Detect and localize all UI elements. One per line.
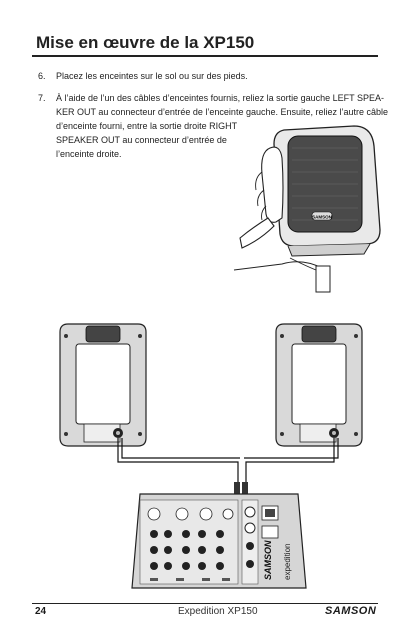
- step-7: 7. À l’aide de l’un des câbles d’enceint…: [0, 91, 414, 161]
- speaker-badge-text: SAMSON: [312, 215, 332, 220]
- page-number: 24: [35, 606, 47, 617]
- title-rule: [32, 55, 378, 57]
- step-text-line: d’enceinte fourni, entre la sortie droit…: [56, 121, 238, 131]
- page-title: Mise en œuvre de la XP150: [36, 33, 255, 52]
- step-text-line: À l’aide de l’un des câbles d’enceintes …: [56, 93, 385, 103]
- mixer-model-text: expedition: [283, 544, 292, 580]
- speaker-placement-illustration: SAMSON: [233, 125, 381, 293]
- step-text-line: KER OUT au connecteur d’entrée de l’ence…: [56, 107, 389, 117]
- step-text-line: l’enceinte droite.: [56, 149, 122, 159]
- mixer-brand-text: SAMSON: [263, 540, 273, 580]
- step-text: Placez les enceintes sur le sol ou sur d…: [56, 71, 248, 81]
- step-number: 6.: [38, 71, 46, 81]
- right-speaker-rear: [275, 323, 363, 447]
- left-speaker-rear: [59, 323, 147, 447]
- footer-rule: [32, 603, 378, 604]
- footer-brand-logo: SAMSON: [325, 605, 377, 617]
- mixer-illustration: SAMSON expedition: [131, 493, 307, 589]
- step-number: 7.: [38, 93, 46, 103]
- footer-product-name: Expedition XP150: [178, 606, 258, 617]
- step-text-line: SPEAKER OUT au connecteur d’entrée de: [56, 135, 227, 145]
